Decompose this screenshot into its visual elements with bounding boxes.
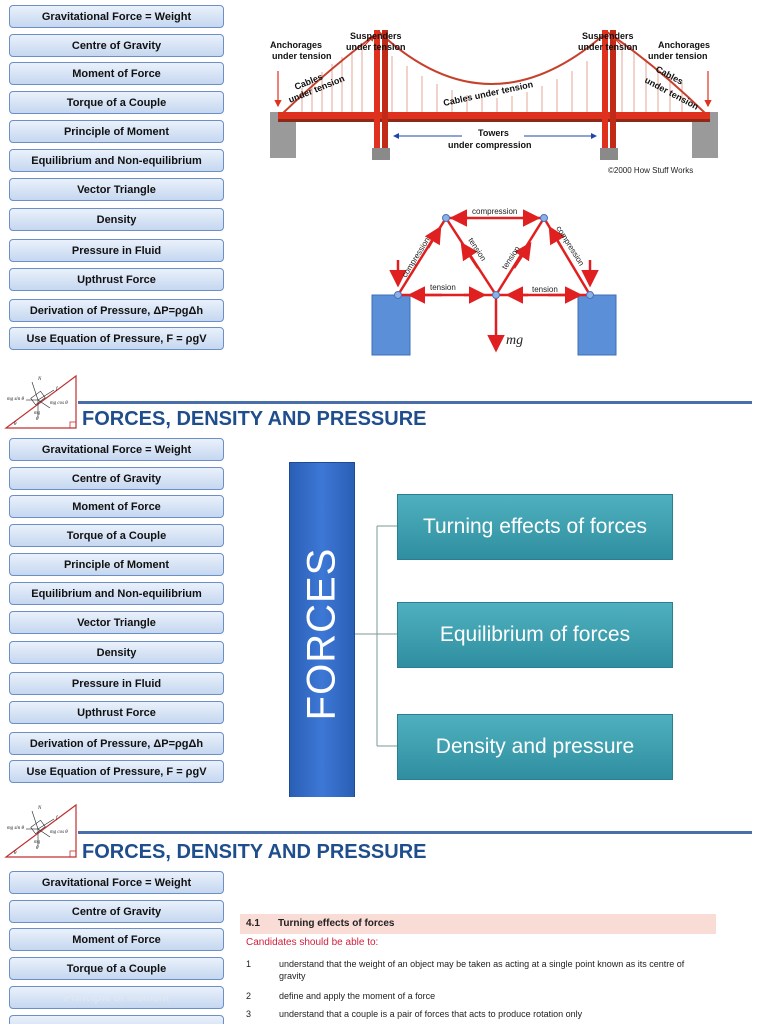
menu-torque-of-couple[interactable]: Torque of a Couple [9,524,224,547]
label-truss-compression-left: compression [400,236,432,279]
menu-principle-of-moment[interactable]: Principle of Moment [9,986,224,1009]
slide-syllabus: mg sin θ mg cos θ mg θ θ f N FORCES, DEN… [0,797,768,1024]
menu-pressure-in-fluid[interactable]: Pressure in Fluid [9,239,224,262]
menu-centre-of-gravity[interactable]: Centre of Gravity [9,34,224,57]
inclined-plane-logo: mg sin θ mg cos θ mg θ θ f N [4,374,77,429]
logo-label-mgcos: mg cos θ [50,401,68,406]
menu-centre-of-gravity[interactable]: Centre of Gravity [9,900,224,923]
syllabus-item-text: define and apply the moment of a force [279,991,436,1001]
label-suspenders-right-2: under tension [578,42,638,52]
menu-equation-of-pressure[interactable]: Use Equation of Pressure, F = ρgV [9,327,224,350]
menu-upthrust-force[interactable]: Upthrust Force [9,268,224,291]
menu-moment-of-force[interactable]: Moment of Force [9,62,224,85]
menu-density[interactable]: Density [9,641,224,664]
label-truss-tension-bottom-left: tension [430,283,456,292]
menu-moment-of-force[interactable]: Moment of Force [9,495,224,518]
syllabus-item-number: 3 [246,1009,252,1019]
syllabus-section-title: Turning effects of forces [278,918,395,929]
menu-vector-triangle[interactable]: Vector Triangle [9,611,224,634]
menu-vector-triangle[interactable]: Vector Triangle [9,178,224,201]
logo-label-f: f [56,816,58,821]
label-suspenders-left-2: under tension [346,42,406,52]
logo-label-mg: mg [34,411,41,416]
menu-gravitational-force[interactable]: Gravitational Force = Weight [9,871,224,894]
logo-label-n: N [37,377,42,382]
suspension-bridge-diagram: Anchorages under tension Suspenders unde… [270,30,718,175]
truss-force-diagram: compression compression compression tens… [371,207,617,356]
menu-principle-of-moment[interactable]: Principle of Moment [9,120,224,143]
hierarchy-connectors [355,525,397,747]
label-suspenders-right-1: Suspenders [582,31,634,41]
syllabus-item-text: understand that the weight of an object … [279,959,685,981]
label-truss-tension-left-diag: tension [466,236,488,263]
syllabus-section-number: 4.1 [246,918,260,929]
slide-header: mg sin θ mg cos θ mg θ θ f N FORCES, DEN… [0,364,768,434]
label-towers-2: under compression [448,140,532,150]
label-anchorages-right-2: under tension [648,51,708,61]
menu-equilibrium[interactable] [9,1015,224,1024]
label-anchorages-left-2: under tension [272,51,332,61]
logo-label-f: f [56,387,58,392]
forces-root-box: FORCES [289,462,355,797]
logo-label-mg: mg [34,840,41,845]
logo-label-theta: θ [14,851,17,856]
menu-density[interactable]: Density [9,208,224,231]
menu-derivation-of-pressure[interactable]: Derivation of Pressure, ΔP=ρgΔh [9,732,224,755]
logo-label-theta: θ [14,422,17,427]
menu-centre-of-gravity[interactable]: Centre of Gravity [9,467,224,490]
logo-label-mgsin: mg sin θ [7,397,24,402]
suspender-lines [301,45,683,114]
slide-bridge-forces: Gravitational Force = Weight Centre of G… [0,0,768,364]
logo-label-theta2: θ [36,417,39,422]
menu-torque-of-couple[interactable]: Torque of a Couple [9,91,224,114]
menu-equation-of-pressure[interactable]: Use Equation of Pressure, F = ρgV [9,760,224,783]
slide-header: mg sin θ mg cos θ mg θ θ f N FORCES, DEN… [0,797,768,867]
label-anchorages-right-1: Anchorages [658,40,710,50]
syllabus-item-number: 1 [246,959,252,969]
label-suspenders-left-1: Suspenders [350,31,402,41]
syllabus-item-number: 2 [246,991,252,1001]
logo-label-mgcos: mg cos θ [50,830,68,835]
branch-turning-effects: Turning effects of forces [397,494,673,560]
menu-principle-of-moment[interactable]: Principle of Moment [9,553,224,576]
label-truss-compression-top: compression [472,207,517,216]
logo-label-mgsin: mg sin θ [7,826,24,831]
menu-moment-of-force[interactable]: Moment of Force [9,928,224,951]
menu-upthrust-force[interactable]: Upthrust Force [9,701,224,724]
menu-equilibrium[interactable]: Equilibrium and Non-equilibrium [9,149,224,172]
menu-gravitational-force[interactable]: Gravitational Force = Weight [9,5,224,28]
slide-forces-overview: mg sin θ mg cos θ mg θ θ f N FORCES, DEN… [0,364,768,797]
menu-equilibrium[interactable]: Equilibrium and Non-equilibrium [9,582,224,605]
branch-density-pressure: Density and pressure [397,714,673,780]
syllabus-item-text: understand that a couple is a pair of fo… [279,1009,583,1019]
forces-root-label: FORCES [299,547,344,720]
menu-derivation-of-pressure[interactable]: Derivation of Pressure, ΔP=ρgΔh [9,299,224,322]
menu-pressure-in-fluid[interactable]: Pressure in Fluid [9,672,224,695]
label-copyright: ©2000 How Stuff Works [608,166,693,175]
menu-gravitational-force[interactable]: Gravitational Force = Weight [9,438,224,461]
page-title: FORCES, DENSITY AND PRESSURE [82,841,427,863]
label-truss-tension-bottom-right: tension [532,285,558,294]
syllabus-candidates-intro: Candidates should be able to: [246,937,379,948]
inclined-plane-logo: mg sin θ mg cos θ mg θ θ f N [4,803,77,858]
page-title: FORCES, DENSITY AND PRESSURE [82,408,427,430]
syllabus-section-header: 4.1 Turning effects of forces [240,914,716,934]
logo-label-theta2: θ [36,846,39,851]
label-anchorages-left-1: Anchorages [270,40,322,50]
logo-label-n: N [37,806,42,811]
label-truss-weight: mg⃗ [506,333,534,348]
branch-equilibrium: Equilibrium of forces [397,602,673,668]
label-towers-1: Towers [478,128,509,138]
menu-torque-of-couple[interactable]: Torque of a Couple [9,957,224,980]
